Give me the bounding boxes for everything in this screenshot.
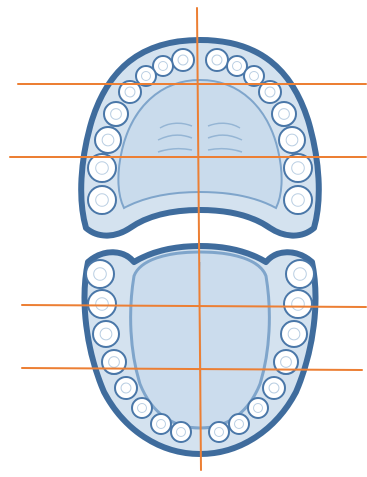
lower-tooth	[86, 260, 114, 288]
lower-tooth	[229, 414, 249, 434]
lower-tooth	[93, 321, 119, 347]
lower-tooth	[151, 414, 171, 434]
upper-tooth	[95, 127, 121, 153]
upper-tooth	[104, 102, 128, 126]
upper-tooth	[284, 154, 312, 182]
upper-tooth	[88, 186, 116, 214]
lower-tooth	[209, 422, 229, 442]
upper-tooth	[172, 49, 194, 71]
lower-tooth	[171, 422, 191, 442]
lower-tooth	[263, 377, 285, 399]
upper-tooth	[272, 102, 296, 126]
lower-tooth	[286, 260, 314, 288]
guide-line-horizontal-4	[22, 368, 362, 370]
lower-tooth	[281, 321, 307, 347]
upper-tooth	[88, 154, 116, 182]
lower-tooth	[88, 290, 116, 318]
lower-tooth	[102, 350, 126, 374]
lower-tooth	[115, 377, 137, 399]
upper-tooth	[284, 186, 312, 214]
upper-arch	[81, 40, 319, 236]
upper-tooth	[206, 49, 228, 71]
lower-tooth	[248, 398, 268, 418]
lower-tooth	[284, 290, 312, 318]
upper-tooth	[279, 127, 305, 153]
lower-tooth	[132, 398, 152, 418]
